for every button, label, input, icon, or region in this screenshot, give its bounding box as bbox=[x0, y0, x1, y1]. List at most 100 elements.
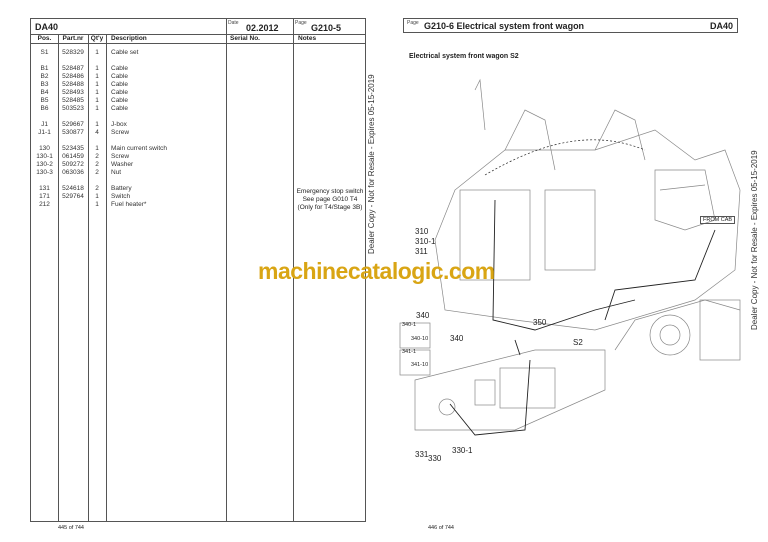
page-title: G210-6 Electrical system front wagon bbox=[424, 21, 585, 31]
row-desc: Cable bbox=[111, 105, 128, 112]
date-value: 02.2012 bbox=[246, 23, 279, 33]
row-qty: 2 bbox=[95, 161, 99, 168]
row-part: 061459 bbox=[62, 153, 84, 160]
callout-label: 341-1 bbox=[402, 349, 417, 355]
row-desc: Cable bbox=[111, 73, 128, 80]
row-pos: 130 bbox=[39, 145, 50, 152]
row-qty: 1 bbox=[95, 201, 99, 208]
row-pos: 212 bbox=[39, 201, 50, 208]
row-part: 528486 bbox=[62, 73, 84, 80]
page-footer-right: 446 of 744 bbox=[428, 525, 454, 531]
row-part: 503523 bbox=[62, 105, 84, 112]
right-header: Page G210-6 Electrical system front wago… bbox=[403, 18, 738, 33]
row-pos: B1 bbox=[40, 65, 49, 72]
page-label: Page bbox=[407, 20, 419, 26]
callout-label: 331 bbox=[415, 450, 429, 459]
row-pos: 130-2 bbox=[36, 161, 53, 168]
row-pos: 131 bbox=[39, 185, 50, 192]
note-line: See page G010 T4 bbox=[302, 196, 358, 203]
callout-from-cab: FROM CAB bbox=[700, 216, 736, 224]
dealer-watermark-left: Dealer Copy - Not for Resale - Expires 0… bbox=[367, 74, 376, 254]
row-pos: 130-1 bbox=[36, 153, 53, 160]
row-desc: Cable bbox=[111, 89, 128, 96]
row-qty: 1 bbox=[95, 105, 99, 112]
row-desc: Switch bbox=[111, 193, 131, 200]
row-qty: 2 bbox=[95, 153, 99, 160]
callout-label: 330 bbox=[428, 454, 442, 463]
callout-label: S2 bbox=[573, 338, 583, 347]
divider bbox=[293, 19, 294, 521]
callout-label: 350 bbox=[533, 318, 547, 327]
row-qty: 1 bbox=[95, 145, 99, 152]
row-qty: 1 bbox=[95, 193, 99, 200]
page-number: G210-5 bbox=[311, 23, 342, 33]
row-desc: Battery bbox=[111, 185, 132, 192]
callout-label: 340 bbox=[450, 334, 464, 343]
divider bbox=[226, 19, 227, 521]
callout-label: 340-1 bbox=[402, 322, 417, 328]
row-part: 528329 bbox=[62, 49, 84, 56]
row-qty: 1 bbox=[95, 49, 99, 56]
row-desc: Washer bbox=[111, 161, 134, 168]
callout-label: 330-1 bbox=[452, 446, 473, 455]
callout-label: 340-10 bbox=[411, 336, 429, 342]
row-qty: 2 bbox=[95, 185, 99, 192]
note-line: (Only for T4/Stage 3B) bbox=[297, 204, 363, 211]
row-desc: Screw bbox=[111, 129, 130, 136]
row-qty: 1 bbox=[95, 65, 99, 72]
row-qty: 2 bbox=[95, 169, 99, 176]
row-part: 523435 bbox=[62, 145, 84, 152]
row-pos: B3 bbox=[40, 81, 49, 88]
divider bbox=[31, 34, 365, 35]
callout-label: 341-10 bbox=[411, 362, 429, 368]
row-desc: J-box bbox=[111, 121, 127, 128]
row-desc: Nut bbox=[111, 169, 122, 176]
page-label: Page bbox=[295, 20, 307, 26]
row-part: 509272 bbox=[62, 161, 84, 168]
row-part: 528493 bbox=[62, 89, 84, 96]
col-qty: Qt'y bbox=[90, 35, 104, 42]
col-desc: Description bbox=[111, 35, 147, 42]
row-desc: Cable bbox=[111, 65, 128, 72]
row-part: 529667 bbox=[62, 121, 84, 128]
figure-title: Electrical system front wagon S2 bbox=[409, 53, 519, 60]
row-part: 528485 bbox=[62, 97, 84, 104]
callout-label: 340 bbox=[416, 311, 430, 320]
row-qty: 4 bbox=[95, 129, 99, 136]
col-pos: Pos. bbox=[37, 35, 52, 42]
divider bbox=[88, 34, 89, 521]
row-part: 528488 bbox=[62, 81, 84, 88]
row-qty: 1 bbox=[95, 121, 99, 128]
row-qty: 1 bbox=[95, 81, 99, 88]
row-pos: J1-1 bbox=[38, 129, 51, 136]
row-desc: Screw bbox=[111, 153, 130, 160]
row-desc: Cable bbox=[111, 81, 128, 88]
row-desc: Fuel heater* bbox=[111, 201, 147, 208]
row-pos: S1 bbox=[40, 49, 49, 56]
note-line: Emergency stop switch bbox=[296, 188, 364, 195]
col-notes: Notes bbox=[298, 35, 317, 42]
row-pos: 171 bbox=[39, 193, 50, 200]
row-pos: 130-3 bbox=[36, 169, 53, 176]
row-part: 530877 bbox=[62, 129, 84, 136]
row-part bbox=[58, 201, 88, 209]
parts-table: DA40 Date 02.2012 Page G210-5 Pos. Part.… bbox=[30, 18, 366, 522]
row-pos: B2 bbox=[40, 73, 49, 80]
row-pos: B4 bbox=[40, 89, 49, 96]
row-part: 524618 bbox=[62, 185, 84, 192]
row-desc: Main current switch bbox=[111, 145, 167, 152]
model-label: DA40 bbox=[709, 21, 733, 31]
page-footer-left: 445 of 744 bbox=[58, 525, 84, 531]
row-qty: 1 bbox=[95, 89, 99, 96]
callout-label: 310 bbox=[415, 227, 429, 236]
divider bbox=[106, 34, 107, 521]
site-watermark: machinecatalogic.com bbox=[258, 258, 495, 284]
row-pos: B6 bbox=[40, 105, 49, 112]
row-part: 528487 bbox=[62, 65, 84, 72]
col-serial: Serial No. bbox=[230, 35, 260, 42]
callout-label: 311 bbox=[415, 247, 428, 256]
row-desc: Cable bbox=[111, 97, 128, 104]
date-label: Date bbox=[228, 20, 239, 26]
divider bbox=[58, 34, 59, 521]
